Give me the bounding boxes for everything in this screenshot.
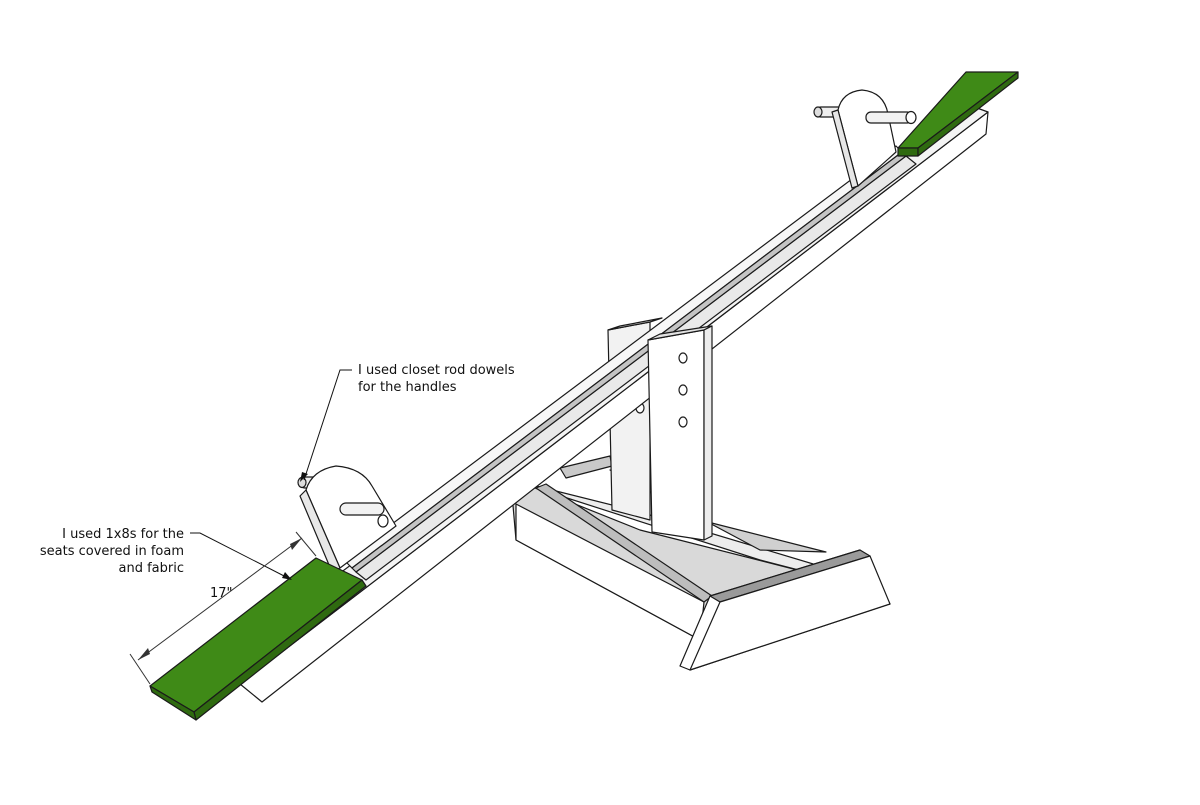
handles-leader-arrow: [300, 472, 308, 482]
handles-note-line2: for the handles: [358, 380, 457, 395]
near-dowel-right: [339, 502, 385, 516]
front-foot-face: [689, 555, 891, 671]
dimension-line: [137, 537, 303, 661]
seats-note-line1: I used 1x8s for the: [62, 527, 184, 542]
far-dowel-right: [865, 111, 913, 124]
pivot-hole-3: [678, 416, 688, 428]
far-handle-assembly: [813, 71, 1019, 189]
seesaw-plank: [215, 103, 989, 703]
handles-note-line1: I used closet rod dowels: [358, 363, 515, 378]
dimension-label: 17": [210, 586, 233, 601]
seats-annotation: I used 1x8s for the seats covered in foa…: [40, 527, 292, 580]
seats-leader-arrow: [282, 572, 292, 580]
handles-annotation: I used closet rod dowels for the handles: [300, 363, 515, 482]
dimension-extension-left: [129, 653, 151, 685]
plank-side: [239, 111, 989, 703]
dimension-arrow-right: [290, 538, 302, 550]
far-seat-edge: [897, 147, 919, 157]
dimension-arrow-left: [138, 648, 150, 660]
near-handle-block: [305, 465, 397, 569]
handles-leader-line: [303, 369, 352, 481]
seats-note-line2: seats covered in foam: [40, 544, 184, 559]
near-handle-assembly: [149, 465, 397, 721]
pivot-hole-2: [678, 384, 688, 396]
front-upright: [647, 325, 713, 541]
pivot-hole-1: [678, 352, 688, 364]
dimension-extension-right: [295, 531, 317, 557]
seats-leader-line: [190, 532, 289, 579]
seat-dimension: 17": [129, 531, 317, 685]
seats-note-line3: and fabric: [119, 561, 185, 576]
